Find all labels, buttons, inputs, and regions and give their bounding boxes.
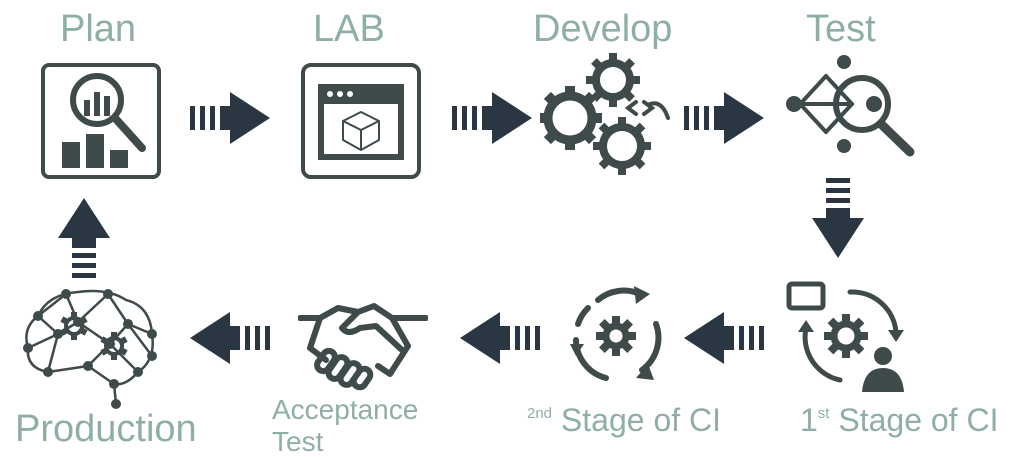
stage-label-test: Test [806, 8, 876, 50]
stage-label-production: Production [15, 408, 197, 450]
lab-window-icon [301, 63, 421, 179]
arrow-lab-to-develop-icon [452, 92, 532, 144]
arrow-ci1-to-ci2-icon [684, 312, 764, 364]
stage-label-acceptance-line2: Test [272, 426, 324, 457]
ci2-text: Stage of CI [560, 402, 722, 438]
stage-label-ci1: 1st Stage of CI [800, 404, 998, 436]
ci1-gear-user-icon [786, 281, 904, 392]
handshake-icon [298, 303, 428, 391]
stage-label-develop: Develop [533, 8, 673, 50]
arrow-acceptance-to-production-icon [190, 312, 270, 364]
stage-label-acceptance: Acceptance [272, 394, 419, 425]
stage-label-lab: LAB [313, 8, 385, 50]
arrow-plan-to-lab-icon [190, 92, 270, 144]
stage-label-ci2: 2nd Stage of CI [527, 404, 721, 436]
ci2-cycle-icon [570, 286, 662, 381]
arrow-ci2-to-acceptance-icon [460, 312, 540, 364]
arrow-production-to-plan-icon [58, 198, 110, 278]
arrow-test-to-ci1-icon [812, 178, 864, 258]
ci1-superscript: st [817, 405, 830, 422]
plan-icon [41, 63, 161, 179]
develop-gears-icon [540, 53, 670, 175]
ci2-superscript: 2nd [527, 405, 553, 422]
ci1-prefix: 1 [800, 402, 818, 438]
test-magnifier-icon [786, 55, 915, 157]
stage-label-plan: Plan [60, 8, 137, 50]
ci1-text: Stage of CI [838, 402, 999, 438]
brain-network-icon [23, 289, 157, 409]
arrow-develop-to-test-icon [684, 92, 764, 144]
